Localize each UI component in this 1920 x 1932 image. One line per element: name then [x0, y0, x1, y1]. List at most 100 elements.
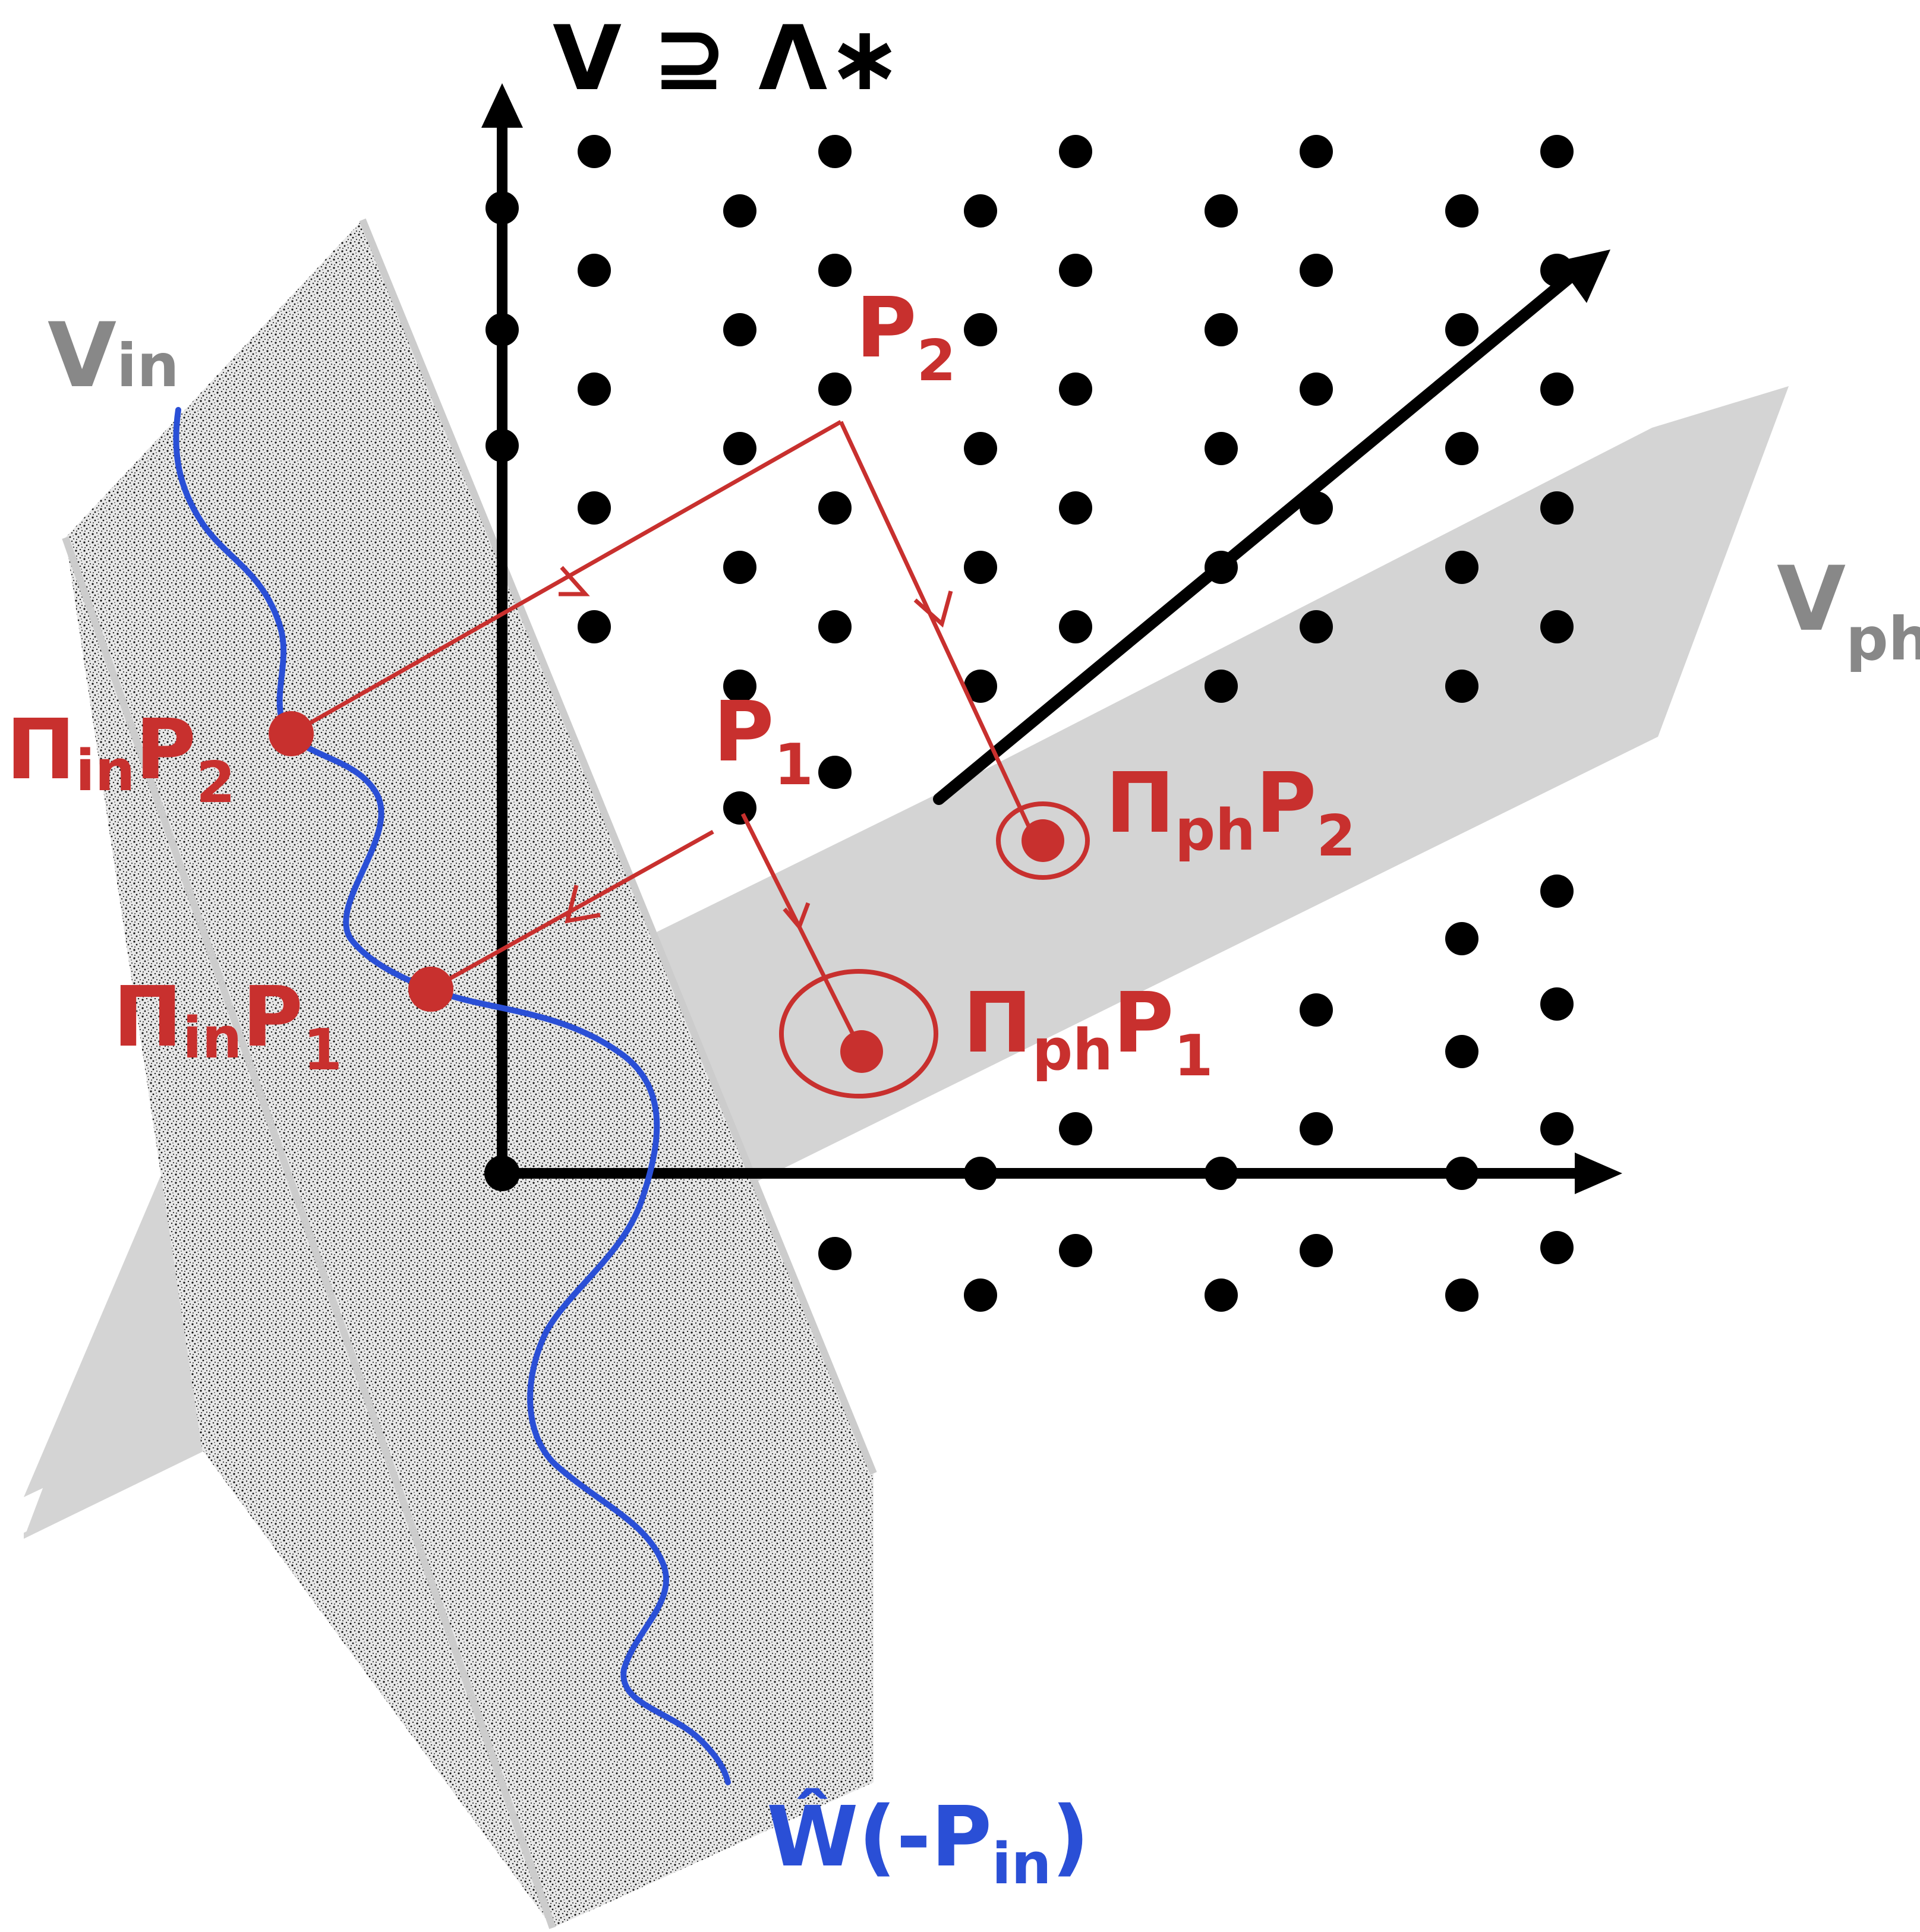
- lattice-point: [1540, 987, 1574, 1021]
- lattice-point: [723, 791, 756, 825]
- lattice-point: [818, 135, 852, 168]
- lattice-point: [818, 610, 852, 643]
- diagonal-axis-upper: [933, 267, 1581, 805]
- v-in-plane-edge-left: [62, 536, 556, 1929]
- v-ph-label: Vph: [1777, 548, 1920, 674]
- lattice-point: [1540, 1112, 1574, 1145]
- lattice-point: [1540, 491, 1574, 525]
- lattice-point: [1300, 254, 1333, 287]
- p2-label: P2: [856, 280, 956, 394]
- lattice-point: [1205, 1278, 1238, 1312]
- lattice-point: [1300, 1112, 1333, 1145]
- v-in-plane-edge-right: [359, 218, 877, 1475]
- pin-p1-label: ΠinP1: [113, 969, 342, 1083]
- pph-p1-point: [840, 1030, 883, 1073]
- p2-to-pph-arrow: [913, 591, 953, 628]
- lattice-point: [818, 756, 852, 789]
- lattice-point: [964, 194, 997, 228]
- lattice-point: [1059, 491, 1092, 525]
- space-label: V ⊇ Λ∗: [553, 7, 902, 111]
- lattice-point: [964, 1278, 997, 1312]
- lattice-point: [1445, 551, 1478, 584]
- lattice-point: [1445, 194, 1478, 228]
- lattice-point: [723, 432, 756, 465]
- lattice-point: [1445, 1157, 1478, 1190]
- pph-p2-point: [1022, 819, 1064, 862]
- lattice-point: [578, 372, 611, 406]
- lattice-point: [964, 551, 997, 584]
- lattice-point: [1059, 135, 1092, 168]
- lattice-point: [1300, 372, 1333, 406]
- axes: [481, 83, 1622, 1194]
- lattice-point: [1445, 922, 1478, 955]
- lattice-point: [964, 432, 997, 465]
- lattice-point: [818, 491, 852, 525]
- lattice-point: [818, 1237, 852, 1270]
- lattice-point: [1300, 491, 1333, 525]
- lattice-point: [1059, 372, 1092, 406]
- lattice-point: [1059, 610, 1092, 643]
- lattice-point: [1205, 551, 1238, 584]
- lattice-point: [1300, 610, 1333, 643]
- lattice-point: [1445, 670, 1478, 703]
- lattice-point: [1300, 135, 1333, 168]
- lattice-points: [485, 135, 1574, 1312]
- lattice-point: [723, 670, 756, 703]
- lattice-point: [578, 135, 611, 168]
- lattice-point: [1205, 313, 1238, 346]
- lattice-point: [1445, 1035, 1478, 1068]
- origin-point: [484, 1156, 520, 1191]
- lattice-point: [1445, 313, 1478, 346]
- w-hat-label: Ŵ(-Pin): [767, 1787, 1089, 1897]
- lattice-point: [485, 191, 519, 225]
- lattice-point: [1300, 1234, 1333, 1267]
- lattice-point: [1205, 194, 1238, 228]
- lattice-point: [1205, 1157, 1238, 1190]
- lattice-point: [578, 254, 611, 287]
- lattice-point: [1059, 1234, 1092, 1267]
- lattice-point: [964, 670, 997, 703]
- vertical-axis-arrowhead: [481, 83, 523, 128]
- lattice-point: [1540, 610, 1574, 643]
- p1-to-pph-line: [740, 813, 864, 1053]
- lattice-point: [1540, 254, 1574, 287]
- pin-p1-point: [408, 967, 453, 1012]
- lattice-point: [485, 429, 519, 462]
- projection-lines: [290, 419, 1036, 1053]
- lattice-point: [723, 551, 756, 584]
- lattice-point: [485, 313, 519, 346]
- lattice-point: [1300, 993, 1333, 1027]
- lattice-point: [1540, 372, 1574, 406]
- lattice-point: [1540, 1231, 1574, 1264]
- p2-to-pin-line: [290, 419, 842, 736]
- v-in-label: Vin: [48, 304, 179, 408]
- p1-label: P1: [713, 684, 814, 798]
- lattice-point: [818, 372, 852, 406]
- pph-p1-ring: [779, 969, 938, 1098]
- lattice-point: [964, 313, 997, 346]
- pin-p2-label: ΠinP2: [6, 702, 235, 816]
- lattice-point: [1205, 670, 1238, 703]
- lattice-point: [723, 194, 756, 228]
- w-hat-curve: [173, 407, 731, 1785]
- lattice-point: [578, 491, 611, 525]
- p2-to-pin-arrow: [559, 566, 590, 596]
- p2-to-pph-line: [838, 421, 1036, 839]
- lattice-point: [1059, 254, 1092, 287]
- lattice-point: [1445, 432, 1478, 465]
- lattice-point: [964, 1157, 997, 1190]
- lattice-point: [1540, 135, 1574, 168]
- v-in-plane: [65, 220, 874, 1928]
- lattice-point: [1059, 1112, 1092, 1145]
- lattice-point: [723, 313, 756, 346]
- lattice-point: [1540, 875, 1574, 908]
- lattice-point: [578, 610, 611, 643]
- pin-p2-point: [269, 711, 314, 756]
- pph-p2-label: ΠphP2: [1105, 755, 1356, 869]
- horizontal-axis-arrowhead: [1575, 1153, 1622, 1194]
- p1-to-pph-arrow: [783, 902, 811, 931]
- pph-p2-ring: [996, 801, 1090, 880]
- p1-to-pin-arrow: [565, 885, 601, 924]
- lattice-point: [818, 254, 852, 287]
